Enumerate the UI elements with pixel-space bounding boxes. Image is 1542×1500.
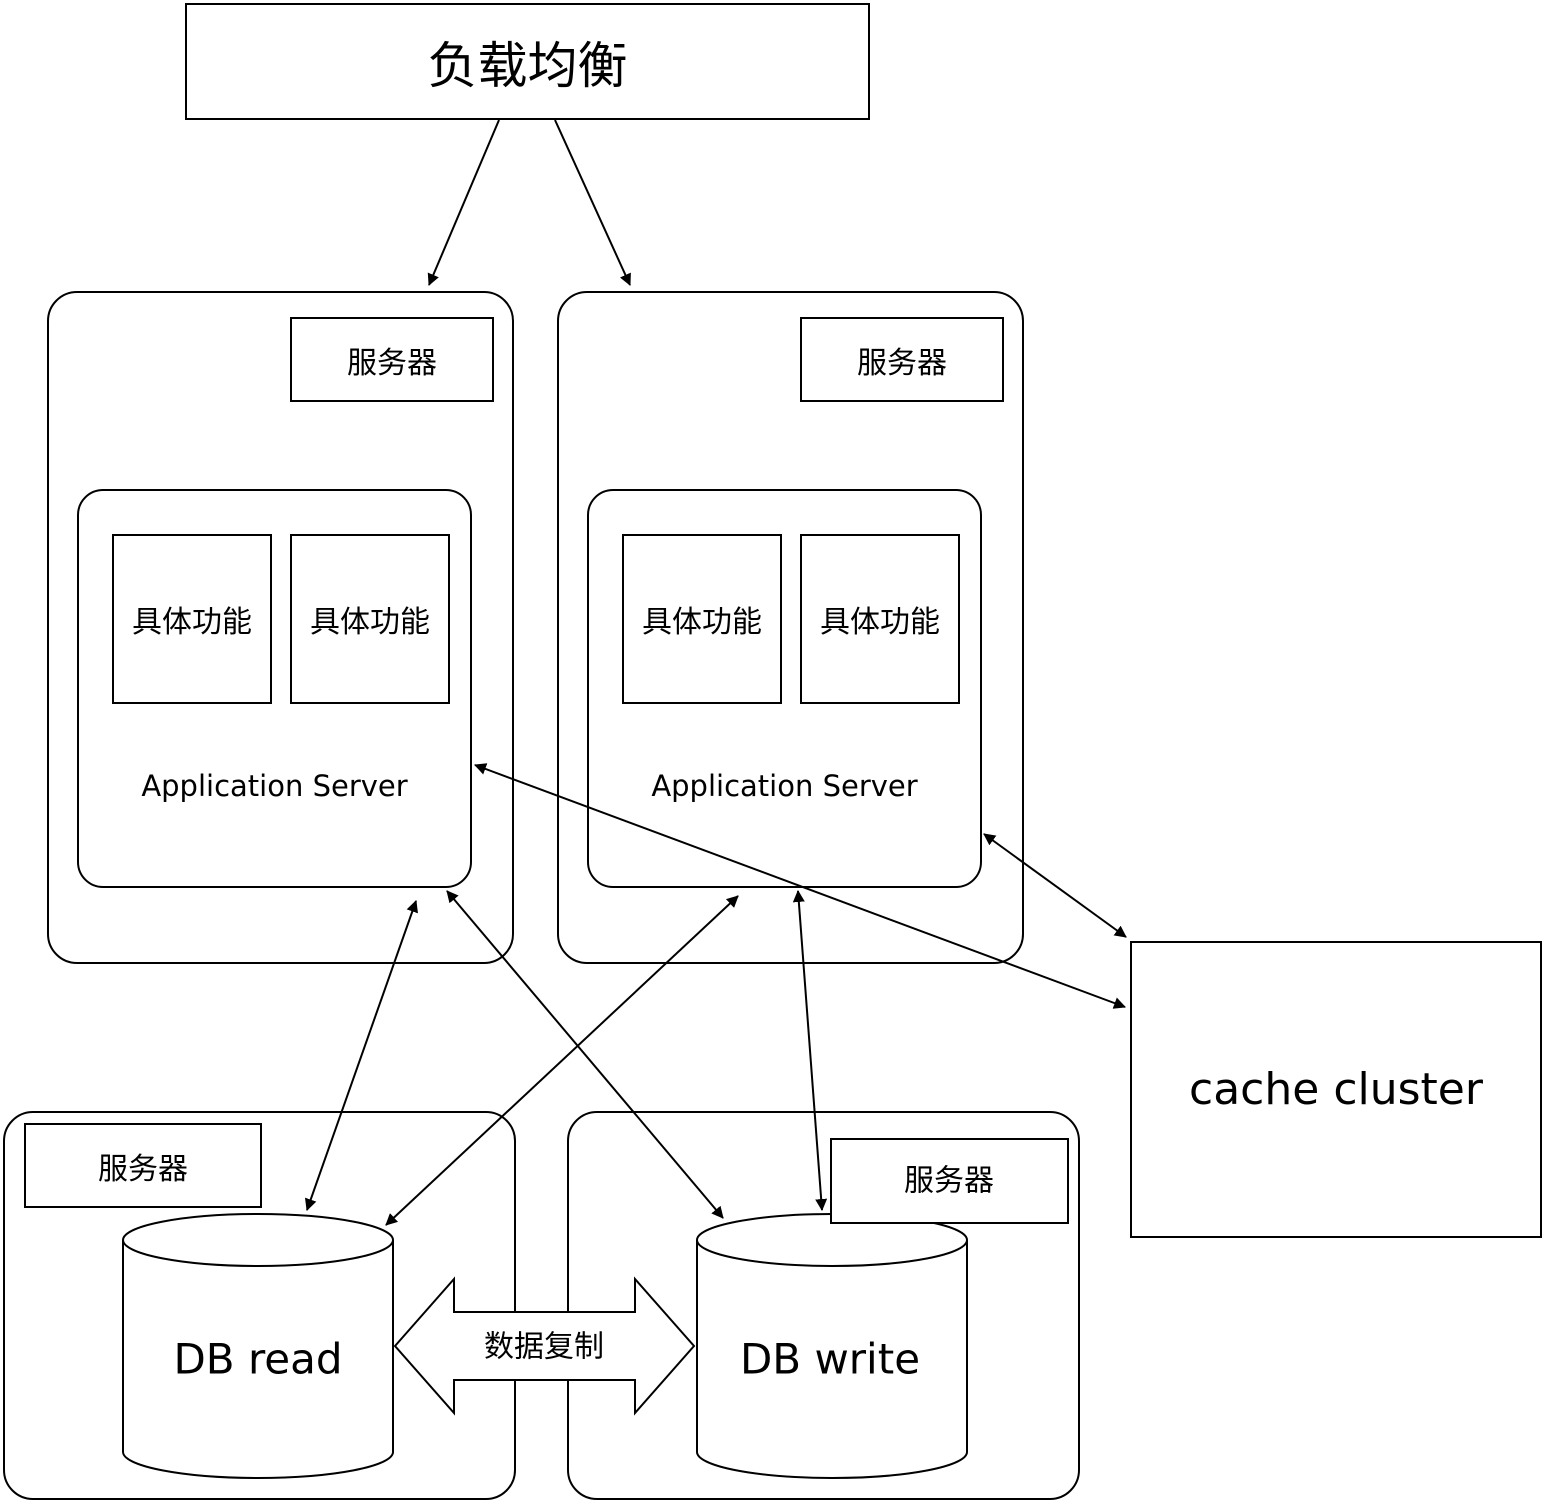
arrow-app2-cache (983, 833, 1127, 938)
db-read-server-label-box (24, 1123, 262, 1208)
cache-cluster-label: cache cluster (1189, 1064, 1483, 1115)
replication-label: 数据复制 (484, 1330, 604, 1365)
replication-arrow (393, 1276, 696, 1416)
arrow-app1-cache (474, 763, 1126, 1009)
server-1-container (47, 291, 514, 964)
db-write-cylinder (696, 1213, 968, 1479)
arrow-app1-db-read (305, 900, 418, 1211)
app-server-1-function-2-label: 具体功能 (310, 605, 430, 640)
server-1-label-box (290, 317, 494, 402)
app-server-2-function-1-label: 具体功能 (642, 605, 762, 640)
app-server-2-function-2-label: 具体功能 (820, 605, 940, 640)
db-read-cylinder (122, 1213, 394, 1479)
db-read-label: DB read (173, 1335, 342, 1384)
server-1-label: 服务器 (347, 345, 437, 381)
app-server-1-function-1-label: 具体功能 (132, 605, 252, 640)
db-write-server-label-box (830, 1138, 1069, 1224)
server-2-label: 服务器 (857, 345, 947, 381)
arrow-lb-to-server-1 (427, 119, 500, 286)
db-write-label: DB write (740, 1335, 920, 1384)
app-server-1-box (77, 489, 472, 888)
cache-cluster-box (1130, 941, 1542, 1238)
app-server-2-function-1-box (622, 534, 782, 704)
server-2-label-box (800, 317, 1004, 402)
arrow-app2-db-write (792, 890, 828, 1211)
app-server-1-function-2-box (290, 534, 450, 704)
arrow-app1-db-write (446, 890, 724, 1219)
app-server-1-label: Application Server (141, 769, 408, 803)
app-server-1-function-1-box (112, 534, 272, 704)
load-balancer-box (185, 3, 870, 120)
app-server-2-function-2-box (800, 534, 960, 704)
db-write-server-label: 服务器 (904, 1164, 994, 1199)
db-read-server-label: 服务器 (98, 1151, 188, 1187)
arrow-app2-db-read (385, 895, 739, 1226)
load-balancer-label: 负载均衡 (427, 36, 628, 95)
db-read-server-container (3, 1111, 516, 1500)
arrow-lb-to-server-2 (554, 119, 631, 286)
